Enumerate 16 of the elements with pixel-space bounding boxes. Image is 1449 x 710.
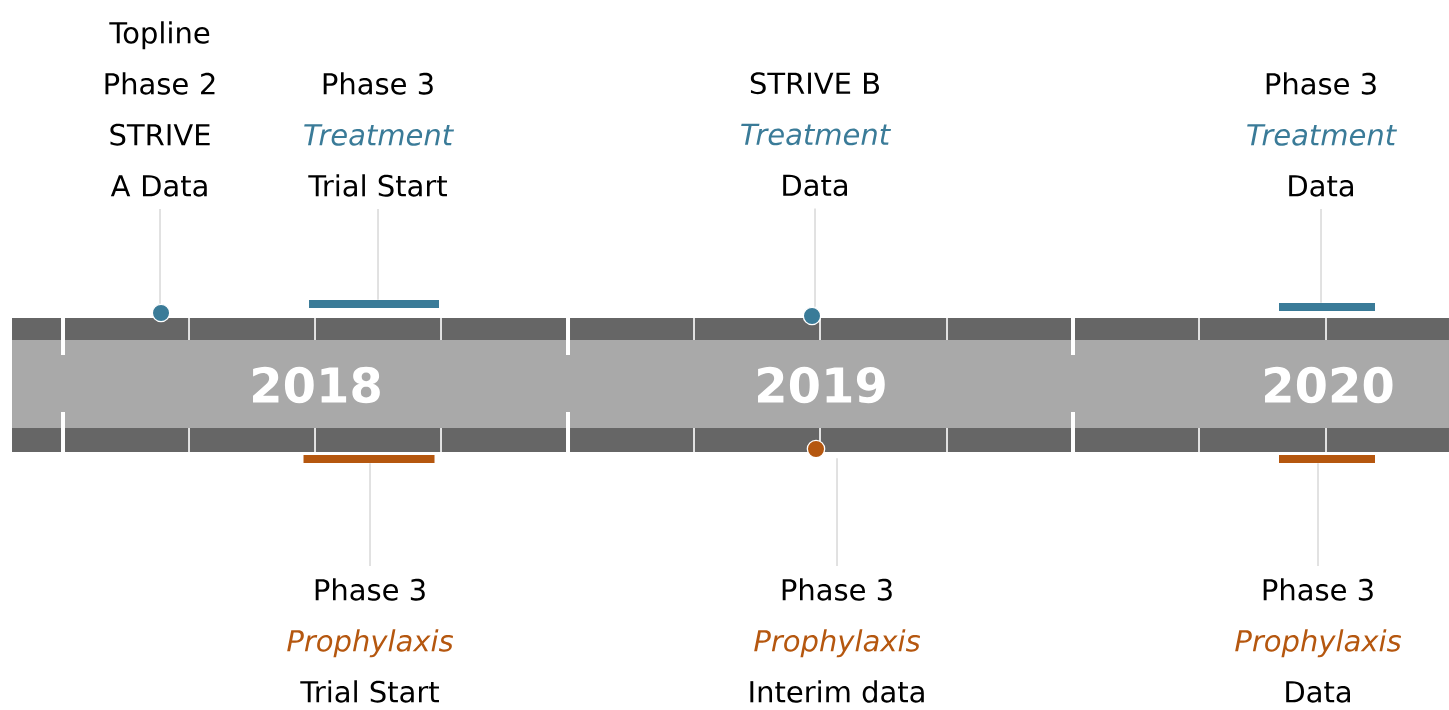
milestone-dot xyxy=(151,303,171,323)
milestone-dot xyxy=(802,306,822,326)
milestone-label: Phase 3 Prophylaxis Trial Start xyxy=(287,578,454,703)
milestone-label: Phase 3 Treatment Trial Start xyxy=(304,72,454,197)
milestone-label: STRIVE B Treatment Data xyxy=(741,72,891,197)
milestone-bar xyxy=(309,300,439,308)
year-label: 2020 xyxy=(1265,366,1393,404)
milestone-label: Phase 3 Prophylaxis Interim data xyxy=(750,578,924,703)
milestone-bar xyxy=(1279,303,1375,311)
milestone-label: Phase 3 Treatment Data xyxy=(1247,72,1397,197)
milestone-label: Topline Phase 2 STRIVE A Data xyxy=(105,21,215,197)
year-label: 2019 xyxy=(758,366,885,404)
milestone-bar xyxy=(303,455,435,463)
milestone-label: Phase 3 Prophylaxis Data xyxy=(1235,578,1402,703)
year-label: 2018 xyxy=(253,366,380,404)
milestone-bar xyxy=(1279,455,1375,463)
